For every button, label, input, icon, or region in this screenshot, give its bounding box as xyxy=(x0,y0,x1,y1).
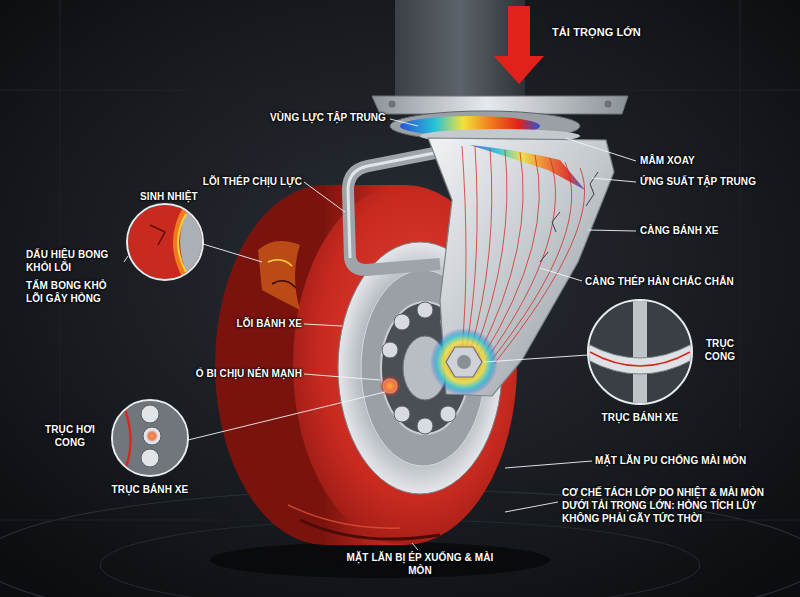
part-label: TRỤC CONG xyxy=(695,338,745,363)
part-label: DẤU HIỆU BONG KHỎI LÕI xyxy=(26,249,122,274)
mechanism-note: CƠ CHẾ TÁCH LỚP DO NHIỆT & MÀI MÒN DƯỚI … xyxy=(562,486,792,525)
part-label: SINH NHIỆT xyxy=(140,191,220,204)
part-label: MẶT LĂN BỊ ÉP XUỐNG & MÀI MÒN xyxy=(335,552,505,577)
part-label: LÕI THÉP CHỊU LỰC xyxy=(172,176,302,189)
part-label: CÀNG BÁNH XE xyxy=(640,225,770,238)
part-label: Ổ BI CHỊU NÉN MẠNH xyxy=(162,368,302,381)
part-label: LÕI BÁNH XE xyxy=(192,318,302,331)
part-label: TRỤC BÁNH XE xyxy=(585,412,695,425)
part-label: TRỤC BÁNH XE xyxy=(95,484,205,497)
part-label: MÂM XOAY xyxy=(640,155,760,168)
part-label: ỨNG SUẤT TẬP TRUNG xyxy=(640,176,780,189)
part-label: TẤM BONG KHỎ LÕI GÂY HỎNG xyxy=(26,280,122,305)
part-label: VÙNG LỰC TẬP TRUNG xyxy=(256,112,386,125)
part-label: TRỤC HƠI CONG xyxy=(40,424,100,449)
part-label: TẢI TRỌNG LỚN xyxy=(552,26,672,40)
part-label: CÀNG THÉP HÀN CHẮC CHẮN xyxy=(585,276,785,289)
part-label: MẶT LĂN PU CHỐNG MÀI MÒN xyxy=(595,455,795,468)
